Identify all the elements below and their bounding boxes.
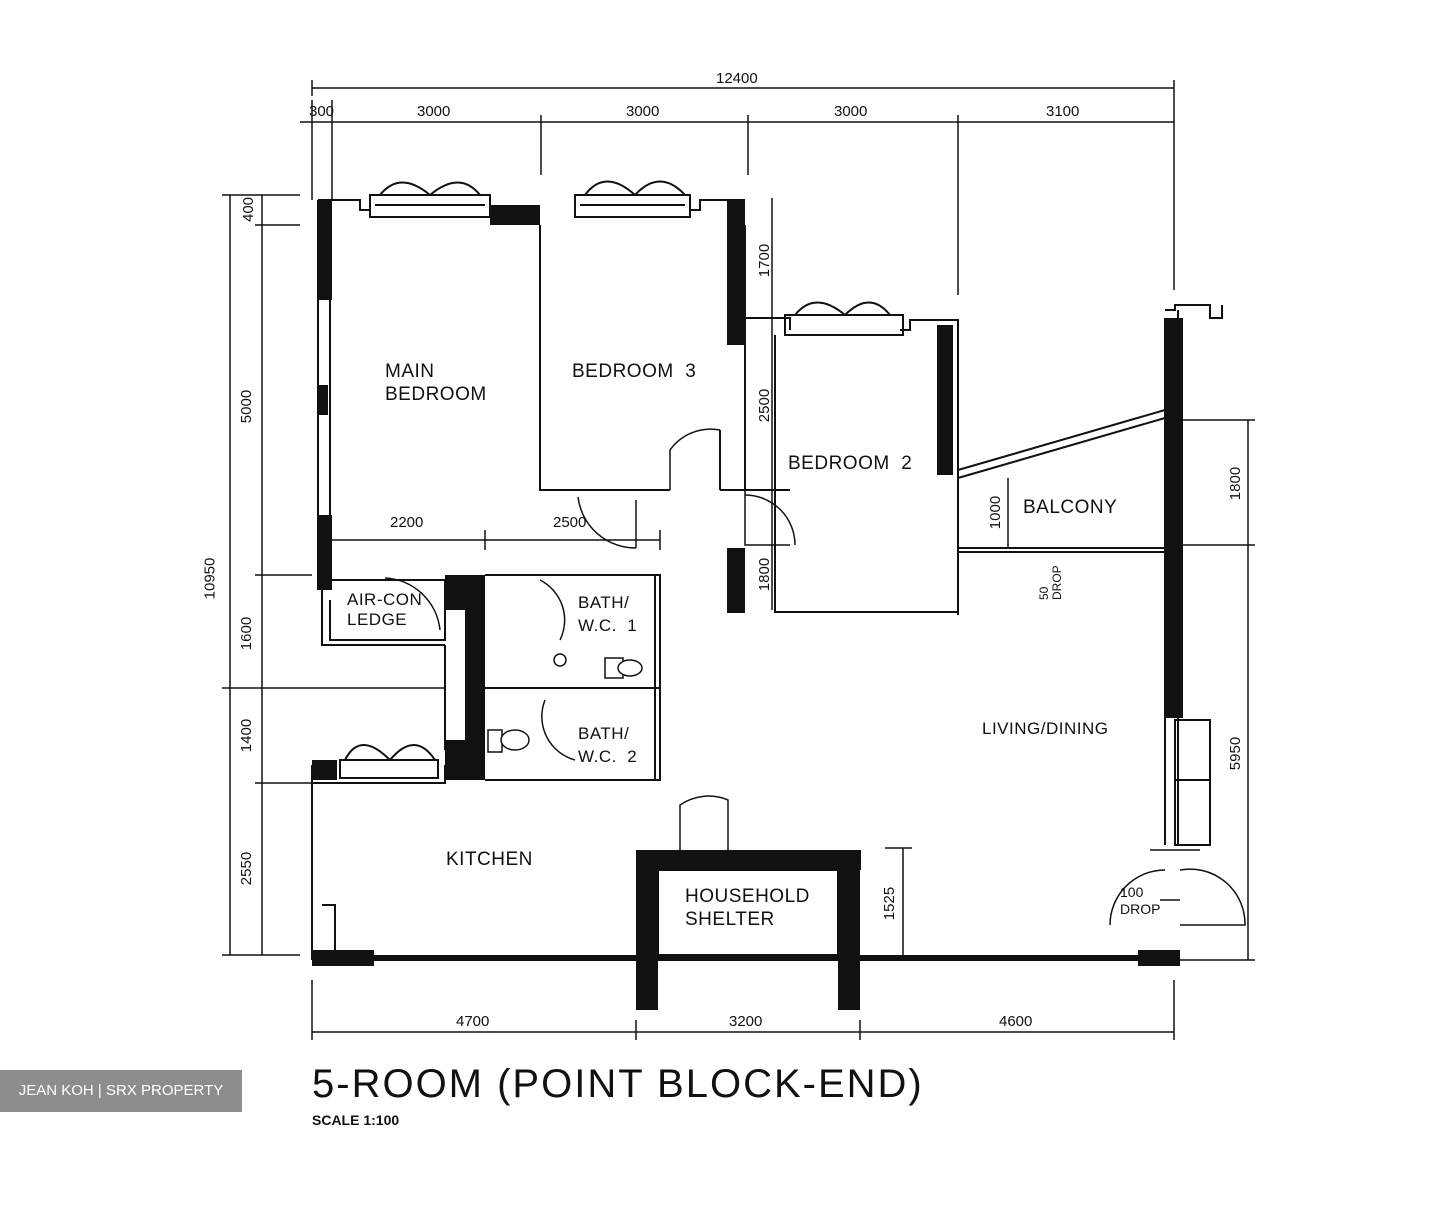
room-kitchen: KITCHEN bbox=[446, 849, 533, 870]
dim-left-1600: 1600 bbox=[238, 616, 256, 651]
dim-shelter-1525: 1525 bbox=[881, 886, 899, 921]
dim-balcony-1000: 1000 bbox=[987, 495, 1005, 530]
fixtures bbox=[487, 653, 643, 753]
dim-left-1400: 1400 bbox=[238, 718, 256, 753]
dim-right-1800: 1800 bbox=[1227, 466, 1245, 501]
dim-right-5950: 5950 bbox=[1227, 736, 1245, 771]
dim-left-2550: 2550 bbox=[238, 851, 256, 886]
dim-inner-2500-v: 2500 bbox=[756, 388, 774, 423]
room-living-dining: LIVING/DINING bbox=[982, 719, 1109, 738]
floor-trap-icon bbox=[553, 653, 567, 667]
room-bath-wc-2: BATH/ W.C. 2 bbox=[578, 724, 638, 766]
room-bedroom-3: BEDROOM 3 bbox=[572, 361, 697, 382]
dim-top-3100: 3100 bbox=[1046, 103, 1080, 120]
plan-title: 5-ROOM (POINT BLOCK-END) bbox=[312, 1062, 924, 1106]
dim-overall-width: 12400 bbox=[716, 70, 758, 87]
room-bedroom-2: BEDROOM 2 bbox=[788, 453, 913, 474]
dim-inner-1700: 1700 bbox=[756, 243, 774, 278]
dim-inner-2500-h: 2500 bbox=[553, 514, 587, 531]
plan-scale: SCALE 1:100 bbox=[312, 1112, 400, 1128]
room-bath-wc-1: BATH/ W.C. 1 bbox=[578, 593, 638, 635]
toilet-bowl-1-icon bbox=[617, 659, 643, 677]
dim-bottom-3200: 3200 bbox=[729, 1013, 763, 1030]
dim-top-3000-c: 3000 bbox=[834, 103, 868, 120]
dim-bottom-4600: 4600 bbox=[999, 1013, 1033, 1030]
windows bbox=[339, 180, 904, 779]
doors bbox=[384, 428, 1246, 926]
dim-bottom-4700: 4700 bbox=[456, 1013, 490, 1030]
dim-inner-1800-bed2: 1800 bbox=[756, 557, 774, 592]
dim-top-3000-a: 3000 bbox=[417, 103, 451, 120]
watermark-badge: JEAN KOH | SRX PROPERTY bbox=[0, 1070, 242, 1112]
dim-top-3000-b: 3000 bbox=[626, 103, 660, 120]
room-aircon-ledge: AIR-CON LEDGE bbox=[347, 590, 423, 629]
room-household-shelter: HOUSEHOLD SHELTER bbox=[685, 886, 810, 930]
dim-left-400: 400 bbox=[240, 196, 258, 223]
dim-balcony-drop: 50 DROP bbox=[1037, 565, 1064, 600]
room-balcony: BALCONY bbox=[1023, 497, 1118, 518]
toilet-bowl-2-icon bbox=[500, 729, 530, 751]
room-main-bedroom: MAIN BEDROOM bbox=[385, 361, 487, 405]
toilet-tank-2-icon bbox=[487, 729, 503, 753]
dim-entry-drop: 100 DROP bbox=[1120, 884, 1161, 917]
thick-walls bbox=[312, 200, 1183, 1010]
dim-inner-2200: 2200 bbox=[390, 514, 424, 531]
dim-top-300: 300 bbox=[309, 103, 335, 120]
dim-left-overall: 10950 bbox=[201, 557, 219, 600]
dim-left-5000: 5000 bbox=[238, 389, 256, 424]
